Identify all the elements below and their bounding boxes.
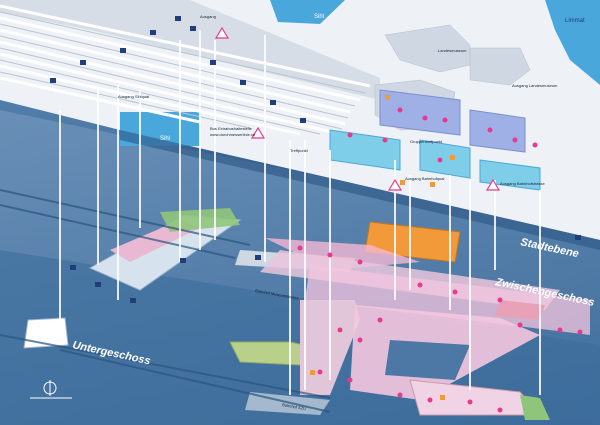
orange-markers: [310, 95, 455, 400]
exit-label-sihlquai: Ausgang Sihlquai: [118, 94, 149, 99]
track-tunnels: [0, 189, 331, 413]
river-limmat: [545, 0, 600, 85]
exit-label-museum: Ausgang Landesmuseum: [512, 83, 558, 88]
platform-roofs: [0, 0, 380, 136]
url-label: www.durchmesserlinie.ch: [210, 132, 255, 137]
surface-edge: [120, 130, 600, 250]
exit-markers: [297, 107, 583, 413]
river-label-sihl-lower: Sihl: [160, 136, 170, 142]
street-label-museum: Landesmuseum: [438, 48, 467, 53]
river-sihl-top: [270, 0, 345, 24]
exit-label-generic: Ausgang: [200, 14, 216, 19]
exit-label-bahnhofquai: Ausgang Bahnhofquai: [405, 176, 444, 181]
vertical-connectors: [59, 30, 541, 395]
bus-note: Bus Extrabushaltestelle: [210, 126, 253, 131]
river-label-sihl-top: Sihl: [314, 14, 324, 20]
meeting-label: Treffpunkt: [290, 148, 309, 153]
warning-icons: [214, 26, 501, 191]
river-label-limmat: Limmat: [565, 18, 585, 24]
exit-label-bahnhofstrasse: Ausgang Bahnhofstrasse: [500, 181, 545, 186]
main-hall: [329, 89, 541, 191]
group-meeting-label: Gruppentreffpunkt: [410, 139, 443, 144]
platform-signs: [50, 16, 581, 303]
compass-icon: [30, 380, 72, 399]
station-label-szu: Bahnhof SZU: [282, 402, 307, 411]
